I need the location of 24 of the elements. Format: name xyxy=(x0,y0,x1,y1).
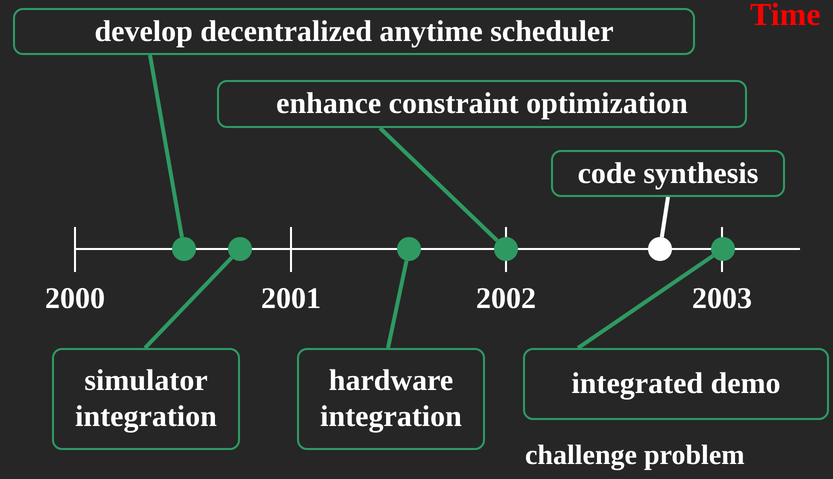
milestone-box: develop decentralized anytime scheduler xyxy=(13,8,695,55)
timeline-dot xyxy=(648,237,672,261)
year-label: 2000 xyxy=(45,282,105,316)
timeline-dot xyxy=(711,237,735,261)
milestone-box: code synthesis xyxy=(551,150,785,197)
timeline-dot xyxy=(494,237,518,261)
milestone-box: enhance constraint optimization xyxy=(217,80,747,128)
caption-text: challenge problem xyxy=(525,440,745,472)
milestone-box: integrated demo xyxy=(523,348,829,420)
year-label: 2003 xyxy=(692,282,752,316)
milestone-box: simulator integration xyxy=(52,348,240,450)
leader-line xyxy=(148,54,184,238)
timeline-dot xyxy=(172,237,196,261)
timeline-dot xyxy=(228,237,252,261)
leader-line xyxy=(378,126,499,242)
milestone-box: hardware integration xyxy=(297,348,485,450)
year-label: 2001 xyxy=(261,282,321,316)
year-label: 2002 xyxy=(476,282,536,316)
leader-line xyxy=(386,260,408,348)
leader-line xyxy=(576,254,714,350)
leader-line xyxy=(144,256,234,350)
leader-line xyxy=(660,196,670,238)
timeline-dot xyxy=(397,237,421,261)
title: Time xyxy=(750,0,821,33)
